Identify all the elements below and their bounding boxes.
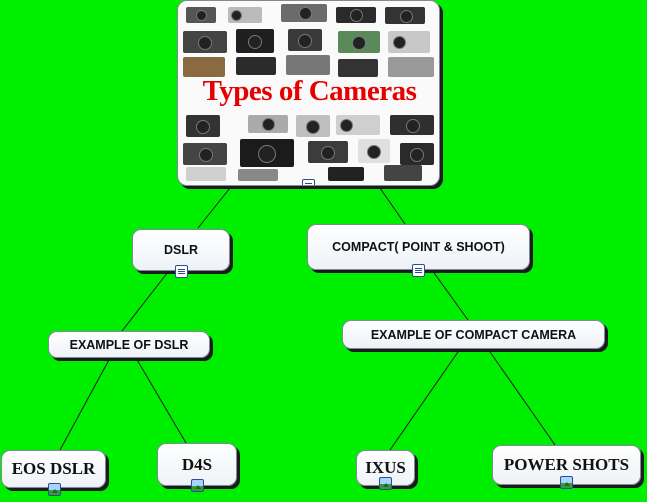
root-node-types-of-cameras[interactable]: Types of Cameras	[177, 0, 440, 186]
document-icon[interactable]	[302, 179, 315, 185]
node-dslr-label: DSLR	[163, 243, 199, 257]
image-icon[interactable]	[560, 476, 573, 489]
connector-example-eos	[59, 357, 111, 451]
node-example-of-dslr[interactable]: EXAMPLE OF DSLR	[48, 331, 210, 358]
node-eos-dslr-label: EOS DSLR	[11, 459, 96, 478]
connector-root-compact	[379, 187, 406, 225]
node-d4s[interactable]: D4S	[157, 443, 237, 492]
node-compact[interactable]: COMPACT( POINT & SHOOT)	[307, 224, 530, 277]
node-d4s-label: D4S	[181, 454, 213, 474]
connector-compact-ixus	[389, 348, 461, 451]
connector-compact-example	[431, 269, 469, 321]
image-icon[interactable]	[48, 483, 61, 496]
connector-compact-powershots	[487, 348, 556, 446]
image-icon[interactable]	[191, 479, 204, 492]
root-title: Types of Cameras	[202, 75, 417, 107]
node-eos-dslr[interactable]: EOS DSLR	[1, 450, 106, 496]
node-example-of-compact-camera-label: EXAMPLE OF COMPACT CAMERA	[370, 327, 577, 342]
node-compact-label: COMPACT( POINT & SHOOT)	[332, 240, 505, 254]
connector-root-dslr	[197, 187, 231, 229]
document-icon[interactable]	[412, 264, 425, 277]
node-ixus[interactable]: IXUS	[356, 450, 415, 490]
connector-dslr-example	[121, 271, 169, 332]
node-example-of-compact-camera[interactable]: EXAMPLE OF COMPACT CAMERA	[342, 320, 605, 349]
document-icon[interactable]	[175, 265, 188, 278]
node-dslr[interactable]: DSLR	[132, 229, 230, 278]
connector-example-d4s	[135, 357, 187, 444]
node-power-shots-label: POWER SHOTS	[503, 455, 630, 474]
node-example-of-dslr-label: EXAMPLE OF DSLR	[69, 337, 189, 352]
node-ixus-label: IXUS	[365, 458, 406, 477]
image-icon[interactable]	[379, 477, 392, 490]
node-power-shots[interactable]: POWER SHOTS	[492, 445, 641, 489]
